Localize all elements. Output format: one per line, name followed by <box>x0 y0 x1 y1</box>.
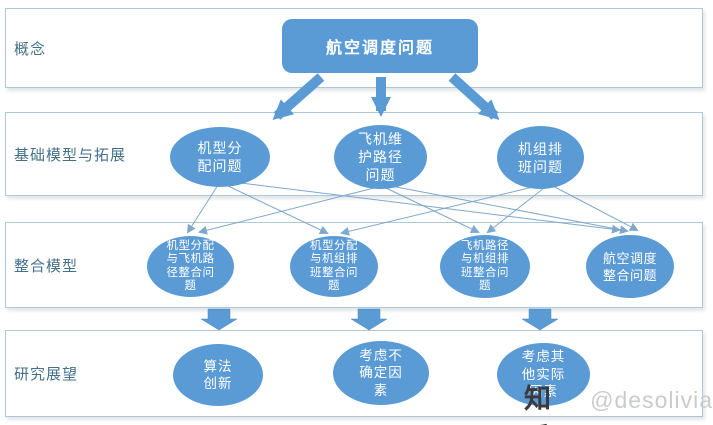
row-label-research-prospects: 研究展望 <box>14 366 79 383</box>
node-label-line: 题 <box>328 280 340 292</box>
node-label-line: 与飞机路 <box>166 253 215 265</box>
node-other-practical-factors: 考虑其 他实际 因素 <box>497 343 590 406</box>
node-algorithm-innovation: 算法 创新 <box>173 344 263 406</box>
node-uncertainty-factors: 考虑不 确定因 素 <box>333 341 429 405</box>
node-aircraft-maintenance-routing: 飞机维 护路径 问题 <box>334 125 427 189</box>
node-label-line: 确定因 <box>359 365 403 381</box>
node-label-line: 创新 <box>203 376 233 391</box>
node-label-line: 航空调度 <box>602 250 657 266</box>
node-label-line: 配问题 <box>197 158 243 174</box>
node-label-line: 飞机维 <box>358 131 403 147</box>
node-label-line: 与机组排 <box>461 253 509 265</box>
arrows-integrated-to-prospects <box>200 308 559 331</box>
node-label-line: 考虑其 <box>521 349 566 365</box>
node-airline-scheduling-problem: 航空调度问题 <box>282 19 478 73</box>
node-label: 航空调度问题 <box>325 40 434 57</box>
node-fleet-assignment: 机型分 配问题 <box>170 127 270 187</box>
node-label-line: 整合问题 <box>602 267 657 283</box>
node-label-line: 机型分 <box>197 140 243 156</box>
node-label-line: 机型分配 <box>310 239 358 252</box>
node-label-line: 与机组排 <box>310 253 358 265</box>
node-label-line: 题 <box>184 280 197 292</box>
node-label-line: 因素 <box>529 384 558 400</box>
node-label-line: 班整合问 <box>310 266 358 279</box>
node-label-line: 题 <box>479 280 491 292</box>
node-label-line: 飞机路径 <box>461 239 509 252</box>
node-routing-crew-integration: 飞机路径 与机组排 班整合问 题 <box>440 235 530 298</box>
row-label-integrated-models: 整合模型 <box>14 257 79 275</box>
node-fleet-aircraft-routing-integration: 机型分配 与飞机路 径整合问 题 <box>147 236 234 297</box>
node-label-line: 护路径 <box>358 149 403 165</box>
zhihu-logo-text: 知乎 <box>524 384 553 425</box>
node-label-line: 班整合问 <box>461 266 509 279</box>
node-fleet-crew-integration: 机型分配 与机组排 班整合问 题 <box>290 236 378 297</box>
watermark-handle: @desolivia <box>590 387 713 413</box>
node-crew-scheduling: 机组排 班问题 <box>497 126 584 189</box>
node-label-line: 问题 <box>365 167 396 183</box>
watermark: 知乎 @desolivia <box>524 377 713 425</box>
node-label-line: 考虑不 <box>359 347 403 363</box>
node-label-line: 班问题 <box>518 158 563 175</box>
node-airline-scheduling-integration: 航空调度 整合问题 <box>586 235 674 298</box>
node-label-line: 径整合问 <box>166 266 215 279</box>
row-label-basic-models: 基础模型与拓展 <box>14 146 127 164</box>
node-label-line: 机型分配 <box>166 239 215 252</box>
node-label-line: 素 <box>373 382 389 398</box>
node-label-line: 算法 <box>203 358 233 374</box>
node-label-line: 他实际 <box>521 366 566 382</box>
row-label-concept: 概念 <box>14 40 47 58</box>
node-label-line: 机组排 <box>518 140 563 157</box>
